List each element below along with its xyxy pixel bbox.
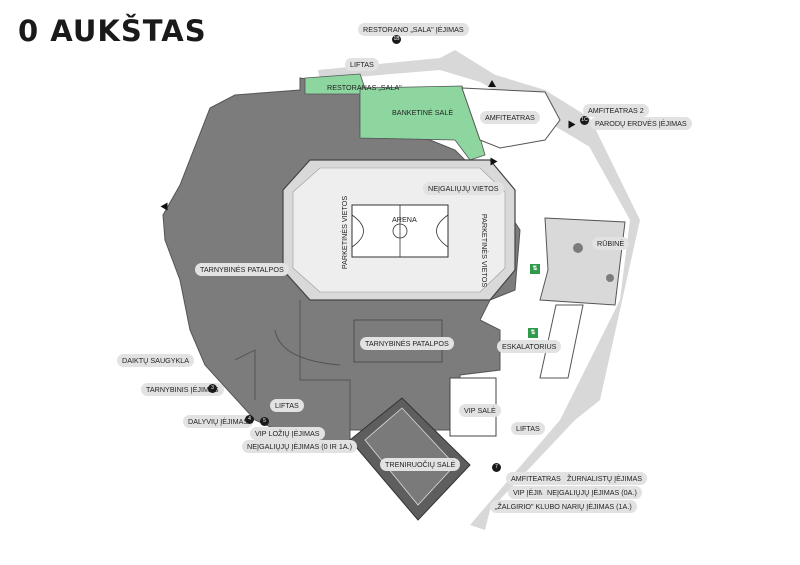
floor-title: 0 AUKŠTAS <box>18 14 207 48</box>
arrow-amphitheater <box>488 80 496 87</box>
disabled-seats-label: NEĮGALIŲJŲ VIETOS <box>423 182 504 195</box>
exhibition-entrance-label: PARODŲ ERDVĖS ĮĖJIMAS <box>590 117 692 130</box>
storage-label: DAIKTŲ SAUGYKLA <box>117 354 195 367</box>
service-rooms-left-label: TARNYBINĖS PATALPOS <box>195 263 289 276</box>
badge-restaurant: 1B <box>392 35 401 44</box>
exit-icon-2: ⇅ <box>528 328 538 338</box>
participants-entrance-label: DALYVIŲ ĮĖJIMAS <box>183 415 254 428</box>
exit-icon: ⇅ <box>530 264 540 274</box>
disabled-entrance-0a-label: NEĮGALIŲJŲ ĮĖJIMAS (0A.) <box>542 486 642 499</box>
disabled-entrance-label: NEĮGALIŲJŲ ĮĖJIMAS (0 IR 1A.) <box>242 440 358 453</box>
cloakroom-label: RŪBINĖ <box>592 237 630 250</box>
badge-amphitheater-2: 1C <box>580 116 589 125</box>
service-entrance-label: TARNYBINIS ĮĖJIMAS <box>141 383 224 396</box>
arrow-east <box>568 120 576 129</box>
training-hall-label: TRENIRUOČIŲ SALĖ <box>380 458 461 471</box>
escalator-strip <box>539 304 584 379</box>
club-members-entrance-label: „ŽALGIRIO" KLUBO NARIŲ ĮĖJIMAS (1A.) <box>490 500 637 513</box>
cloakroom-area <box>539 217 626 306</box>
arrow-banquet <box>490 157 498 166</box>
badge-vip: 5 <box>260 417 269 426</box>
court-seats-left-label: PARKETINĖS VIETOS <box>340 195 350 270</box>
lift-mid-label: LIFTAS <box>270 399 304 412</box>
vip-hall-label: VIP SALĖ <box>459 404 501 417</box>
amphitheater-1-label: AMFITEATRAS 1 <box>506 472 572 485</box>
court-seats-right-label: PARKETINĖS VIETOS <box>480 213 490 288</box>
amphitheater-2-label: AMFITEATRAS 2 <box>583 104 649 117</box>
restaurant-entrance-label: RESTORANO „SALA" ĮĖJIMAS <box>358 23 469 36</box>
badge-bottom: 7 <box>492 463 501 472</box>
vip-boxes-entrance-label: VIP LOŽIŲ ĮĖJIMAS <box>250 427 325 440</box>
lift-right-label: LIFTAS <box>511 422 545 435</box>
banquet-hall-label: BANKETINĖ SALĖ <box>392 108 454 117</box>
amphitheater-label: AMFITEATRAS <box>480 111 540 124</box>
service-rooms-center-label: TARNYBINĖS PATALPOS <box>360 337 454 350</box>
journalists-entrance-label: ŽURNALISTŲ ĮĖJIMAS <box>562 472 648 485</box>
arena-label: ARENA <box>392 215 417 224</box>
badge-participants: 4 <box>245 415 254 424</box>
restaurant-label: RESTORANAS „SALA" <box>327 83 402 92</box>
escalator-label: ESKALATORIUS <box>497 340 562 353</box>
lift-top-label: LIFTAS <box>345 58 379 71</box>
arrow-west <box>160 202 168 211</box>
badge-service: 3 <box>208 384 217 393</box>
